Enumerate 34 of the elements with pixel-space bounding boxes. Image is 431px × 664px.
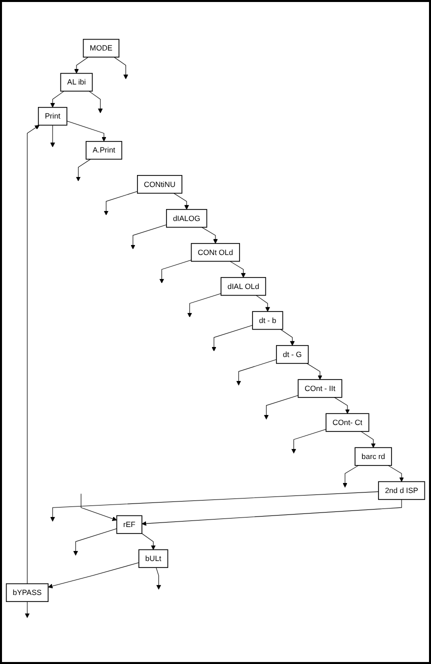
arrow	[264, 395, 298, 420]
arrow	[342, 465, 359, 488]
arrow	[104, 191, 138, 216]
arrow	[73, 528, 118, 556]
arrow	[74, 57, 88, 74]
arrow	[26, 125, 40, 584]
arrow	[306, 363, 322, 380]
arrow	[334, 397, 350, 414]
arrow	[388, 465, 404, 482]
arrow	[50, 492, 379, 522]
arrow	[256, 295, 270, 312]
arrow	[48, 562, 140, 589]
arrow	[174, 193, 189, 210]
arrow	[291, 429, 326, 454]
arrow	[156, 567, 162, 590]
arrow	[130, 224, 167, 250]
arrow	[24, 602, 30, 618]
arrow	[76, 159, 91, 182]
arrow	[201, 227, 218, 244]
arrow	[114, 57, 128, 80]
arrow	[80, 494, 117, 522]
arrow	[159, 260, 192, 284]
arrow	[360, 431, 376, 448]
arrow	[212, 325, 253, 352]
arrow	[66, 120, 106, 142]
arrow	[142, 499, 402, 526]
arrow	[187, 293, 222, 318]
arrow	[88, 91, 103, 114]
arrow	[142, 533, 156, 550]
arrow	[230, 261, 246, 278]
arrow	[280, 329, 295, 346]
arrow	[50, 125, 55, 148]
arrow	[236, 359, 277, 386]
arrow	[50, 91, 64, 108]
